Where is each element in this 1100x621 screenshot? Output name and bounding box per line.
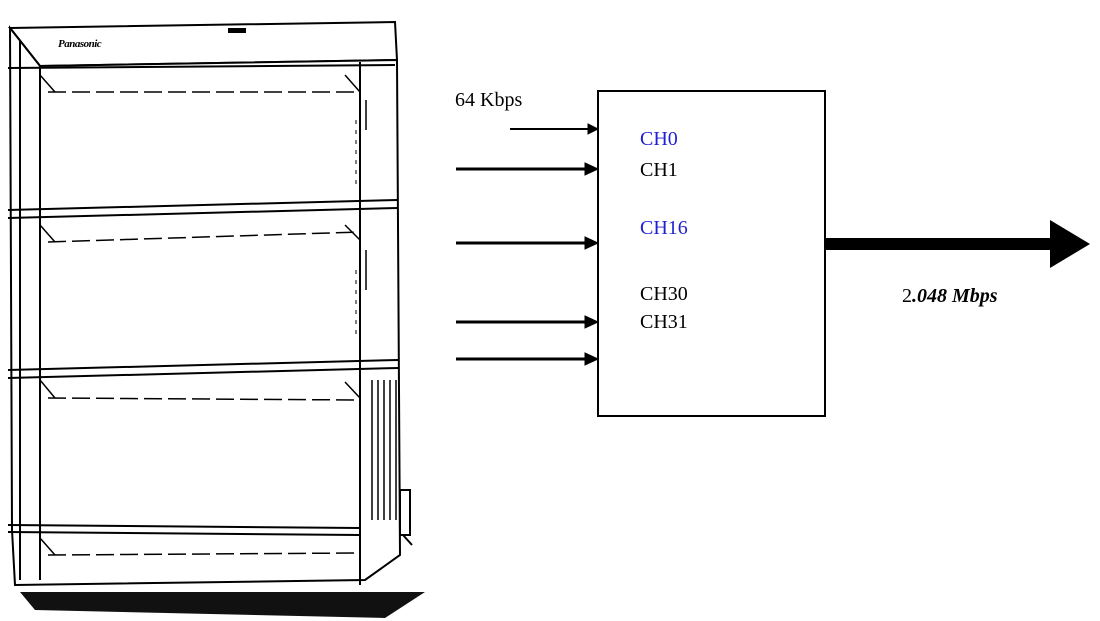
pbx-cabinet-illustration — [8, 22, 412, 585]
output-arrow — [825, 220, 1090, 268]
input-arrowhead-4 — [585, 316, 598, 328]
channel-label-ch16: CH16 — [640, 217, 688, 239]
input-arrowhead-1 — [588, 124, 598, 134]
input-rate-label: 64 Kbps — [455, 89, 522, 111]
multiplexer-box — [598, 91, 825, 416]
channel-label-ch1: CH1 — [640, 159, 678, 181]
output-rate-prefix: 2 — [902, 285, 912, 307]
input-arrowhead-2 — [585, 163, 598, 175]
input-arrowhead-5 — [585, 353, 598, 365]
channel-label-ch0: CH0 — [640, 128, 678, 150]
cabinet-brand-logo: Panasonic — [58, 38, 101, 50]
channel-label-ch31: CH31 — [640, 311, 688, 333]
input-arrows — [456, 124, 598, 365]
channel-label-ch30: CH30 — [640, 283, 688, 305]
cabinet-body — [10, 28, 400, 585]
input-arrowhead-3 — [585, 237, 598, 249]
output-rate-suffix: .048 Mbps — [912, 285, 998, 307]
output-rate-label: 2.048 Mbps — [902, 285, 998, 307]
cabinet-floor-shadow — [20, 592, 425, 618]
